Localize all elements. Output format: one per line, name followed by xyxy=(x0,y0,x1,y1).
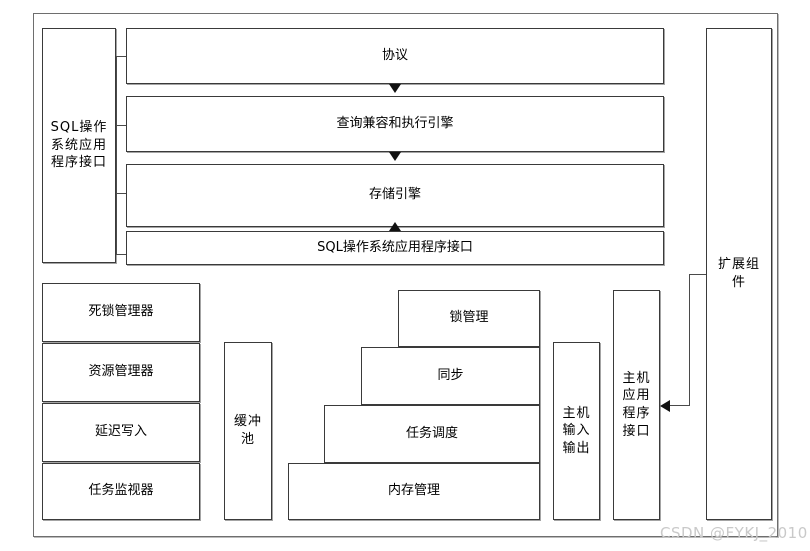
host-api-label: 主机应用程序接口 xyxy=(622,370,651,439)
service-box-delayed-write[interactable]: 延迟写入 xyxy=(42,403,200,462)
extension-arrow-segment-top xyxy=(689,274,706,275)
service-box-deadlock-manager-label: 死锁管理器 xyxy=(88,304,154,320)
sidebar-connector-protocol xyxy=(116,56,128,57)
sidebar-connector-query-engine xyxy=(116,125,128,126)
staircase-box-task-scheduling-label: 任务调度 xyxy=(405,425,458,441)
stack-box-storage-engine-label: 存储引擎 xyxy=(368,187,421,203)
stack-box-protocol-label: 协议 xyxy=(381,47,408,63)
service-box-delayed-write-label: 延迟写入 xyxy=(94,424,147,440)
sidebar-connector-storage-engine xyxy=(116,193,128,194)
sql-os-api-sidebar[interactable]: SQL操作系统应用程序接口 xyxy=(42,28,116,263)
host-io-box[interactable]: 主机输入输出 xyxy=(553,342,600,520)
staircase-box-lock-management-label: 锁管理 xyxy=(449,310,489,326)
service-box-resource-manager-label: 资源管理器 xyxy=(88,364,154,380)
service-box-resource-manager[interactable]: 资源管理器 xyxy=(42,343,200,402)
arrow-sql-os-api-to-storage-engine xyxy=(389,222,401,231)
service-box-task-monitor-label: 任务监视器 xyxy=(88,483,154,499)
outer-system-frame xyxy=(33,13,778,537)
staircase-box-task-scheduling[interactable]: 任务调度 xyxy=(324,405,540,463)
buffer-pool-box[interactable]: 缓冲池 xyxy=(224,342,272,520)
arrow-extension-to-host-api xyxy=(660,400,670,412)
arrow-query-engine-to-storage-engine xyxy=(389,152,401,161)
buffer-pool-label: 缓冲池 xyxy=(233,414,262,447)
stack-box-query-engine[interactable]: 查询兼容和执行引擎 xyxy=(126,96,664,152)
staircase-box-synchronization[interactable]: 同步 xyxy=(361,347,540,405)
extension-component-box[interactable]: 扩展组件 xyxy=(706,28,772,520)
sidebar-connector-sql-os-api xyxy=(116,254,128,255)
staircase-box-synchronization-label: 同步 xyxy=(437,367,464,383)
stack-box-query-engine-label: 查询兼容和执行引擎 xyxy=(336,115,454,131)
extension-arrow-segment-vertical xyxy=(689,274,690,405)
stack-box-storage-engine[interactable]: 存储引擎 xyxy=(126,164,664,227)
staircase-box-lock-management[interactable]: 锁管理 xyxy=(398,290,540,347)
extension-arrow-segment-horizontal xyxy=(670,405,690,406)
arrow-protocol-to-query-engine xyxy=(389,84,401,93)
staircase-box-memory-management-label: 内存管理 xyxy=(387,483,440,499)
stack-box-sql-os-api[interactable]: SQL操作系统应用程序接口 xyxy=(126,231,664,265)
extension-component-label: 扩展组件 xyxy=(717,257,760,290)
host-io-label: 主机输入输出 xyxy=(562,405,591,456)
service-box-deadlock-manager[interactable]: 死锁管理器 xyxy=(42,283,200,342)
sql-os-api-sidebar-label: SQL操作系统应用程序接口 xyxy=(50,120,108,171)
staircase-box-memory-management[interactable]: 内存管理 xyxy=(288,463,540,520)
host-api-box[interactable]: 主机应用程序接口 xyxy=(613,290,660,520)
service-box-task-monitor[interactable]: 任务监视器 xyxy=(42,463,200,520)
stack-box-protocol[interactable]: 协议 xyxy=(126,28,664,84)
sidebar-connector-trunk xyxy=(116,56,117,255)
stack-box-sql-os-api-label: SQL操作系统应用程序接口 xyxy=(317,239,473,255)
watermark-text: CSDN @FYKJ_2010 xyxy=(660,524,808,542)
